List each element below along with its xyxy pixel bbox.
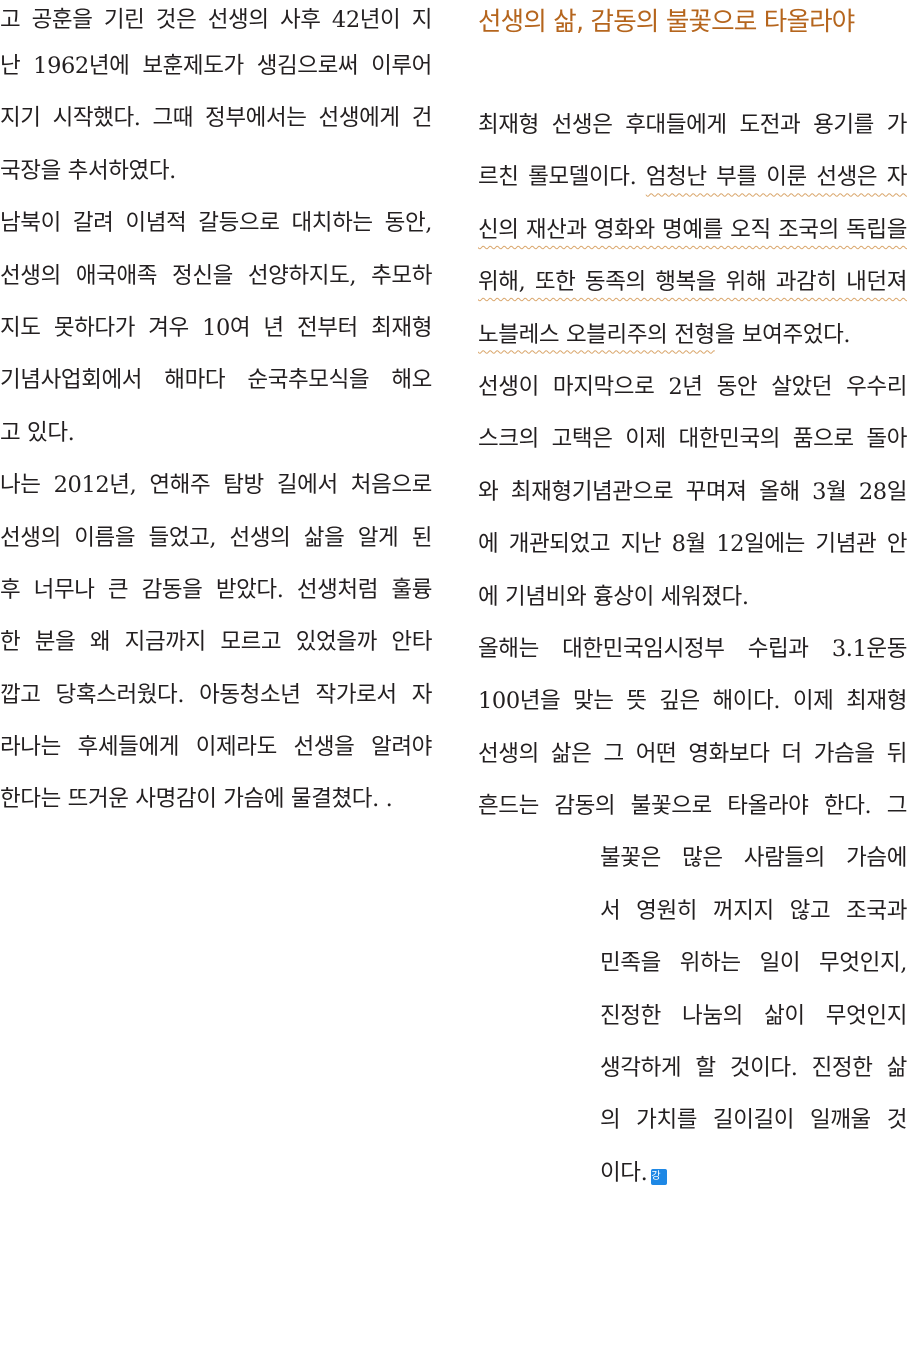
indented-text-block: 불꽃은 많은 사람들의 가슴에 서 영원히 꺼지지 않고 조국과 민족을 위하는… — [478, 832, 907, 1199]
paragraph-flame: 올해는 대한민국임시정부 수립과 3.1운동 100년을 맞는 뜻 깊은 해이다… — [478, 623, 907, 1199]
paragraph-memorial-hall: 선생이 마지막으로 2년 동안 살았던 우수리 스크의 고택은 이제 대한민국의… — [478, 361, 907, 623]
right-column: 선생의 삶, 감동의 불꽃으로 타올라야 최재형 선생은 후대들에게 도전과 용… — [478, 0, 907, 1199]
text-line: 한 분을 왜 지금까지 모르고 있었을까 안타 — [0, 629, 432, 656]
text-line: 이다.강 — [600, 1147, 907, 1199]
underlined-phrase: 노블레스 오블리주의 전형 — [478, 321, 715, 348]
text-line: 올해는 대한민국임시정부 수립과 3.1운동 — [478, 635, 907, 662]
text-line: 고 공훈을 기린 것은 선생의 사후 42년이 지 — [0, 7, 432, 33]
text-line: 생각하게 할 것이다. 진정한 삶 — [600, 1055, 907, 1082]
text-line: 에 개관되었고 지난 8월 12일에는 기념관 안 — [478, 531, 907, 558]
text-line: 선생의 이름을 들었고, 선생의 삶을 알게 된 — [0, 524, 432, 551]
text-line: 와 최재형기념관으로 꾸며져 올해 3월 28일 — [478, 478, 907, 505]
text-line: 흔드는 감동의 불꽃으로 타올라야 한다. 그 — [478, 793, 907, 820]
text-segment: 을 보여주었다. — [714, 321, 851, 348]
text-line: 불꽃은 많은 사람들의 가슴에 — [600, 845, 907, 872]
text-line: 난 1962년에 보훈제도가 생김으로써 이루어 — [0, 53, 432, 79]
left-column: 고 공훈을 기린 것은 선생의 사후 42년이 지 난 1962년에 보훈제도가… — [0, 0, 432, 826]
text-line: 위해, 또한 동족의 행복을 위해 과감히 내던져 — [478, 256, 907, 308]
text-line: 의 가치를 길이길이 일깨울 것 — [600, 1107, 907, 1134]
section-heading: 선생의 삶, 감동의 불꽃으로 타올라야 — [478, 7, 855, 37]
text-line: 선생의 삶은 그 어떤 영화보다 더 가슴을 뒤 — [478, 740, 907, 767]
text-line: 신의 재산과 영화와 명예를 오직 조국의 독립을 — [478, 204, 907, 256]
text-line: 지도 못하다가 겨우 10여 년 전부터 최재형 — [0, 314, 432, 341]
text-line: 나는 2012년, 연해주 탐방 길에서 처음으로 — [0, 472, 432, 499]
text-line: 스크의 고택은 이제 대한민국의 품으로 돌아 — [478, 426, 907, 453]
text-line: 국장을 추서하였다. — [0, 157, 176, 184]
text-line: 에 기념비와 흉상이 세워졌다. — [478, 583, 749, 610]
text-line: 라나는 후세들에게 이제라도 선생을 알려야 — [0, 734, 432, 761]
text-line: 선생의 애국애족 정신을 선양하지도, 추모하 — [0, 262, 432, 289]
text-line: 선생이 마지막으로 2년 동안 살았던 우수리 — [478, 373, 907, 400]
text-line: 기념사업회에서 해마다 순국추모식을 해오 — [0, 367, 432, 394]
paragraph-role-model: 최재형 선생은 후대들에게 도전과 용기를 가 르친 롤모델이다. 엄청난 부를… — [478, 99, 907, 361]
text-segment: 이다. — [600, 1159, 648, 1186]
text-line: 진정한 나눔의 삶이 무엇인지 — [600, 1002, 907, 1029]
text-line: 노블레스 오블리주의 전형을 보여주었다. — [478, 309, 907, 361]
text-line: 지기 시작했다. 그때 정부에서는 선생에게 건 — [0, 105, 432, 132]
text-line: 깝고 당혹스러웠다. 아동청소년 작가로서 자 — [0, 681, 432, 708]
text-segment: 르친 롤모델이다. — [478, 164, 646, 191]
text-line: 남북이 갈려 이념적 갈등으로 대치하는 동안, — [0, 210, 432, 237]
text-line: 서 영원히 꺼지지 않고 조국과 — [600, 897, 907, 924]
text-line: 고 있다. — [0, 419, 75, 446]
underlined-phrase: 위해, 또한 동족의 행복을 위해 과감히 내던져 — [478, 269, 907, 296]
end-of-article-icon: 강 — [651, 1168, 668, 1185]
underlined-phrase: 엄청난 부를 이룬 선생은 자 — [645, 164, 907, 191]
underlined-phrase: 신의 재산과 영화와 명예를 오직 조국의 독립을 — [478, 216, 907, 243]
text-line: 100년을 맞는 뜻 깊은 해이다. 이제 최재형 — [478, 688, 907, 715]
text-line: 최재형 선생은 후대들에게 도전과 용기를 가 — [478, 112, 907, 138]
text-line: 한다는 뜨거운 사명감이 가슴에 물결쳤다. . — [0, 786, 393, 813]
text-line: 르친 롤모델이다. 엄청난 부를 이룬 선생은 자 — [478, 151, 907, 203]
text-line: 민족을 위하는 일이 무엇인지, — [600, 950, 907, 977]
text-line: 후 너무나 큰 감동을 받았다. 선생처럼 훌륭 — [0, 576, 432, 603]
